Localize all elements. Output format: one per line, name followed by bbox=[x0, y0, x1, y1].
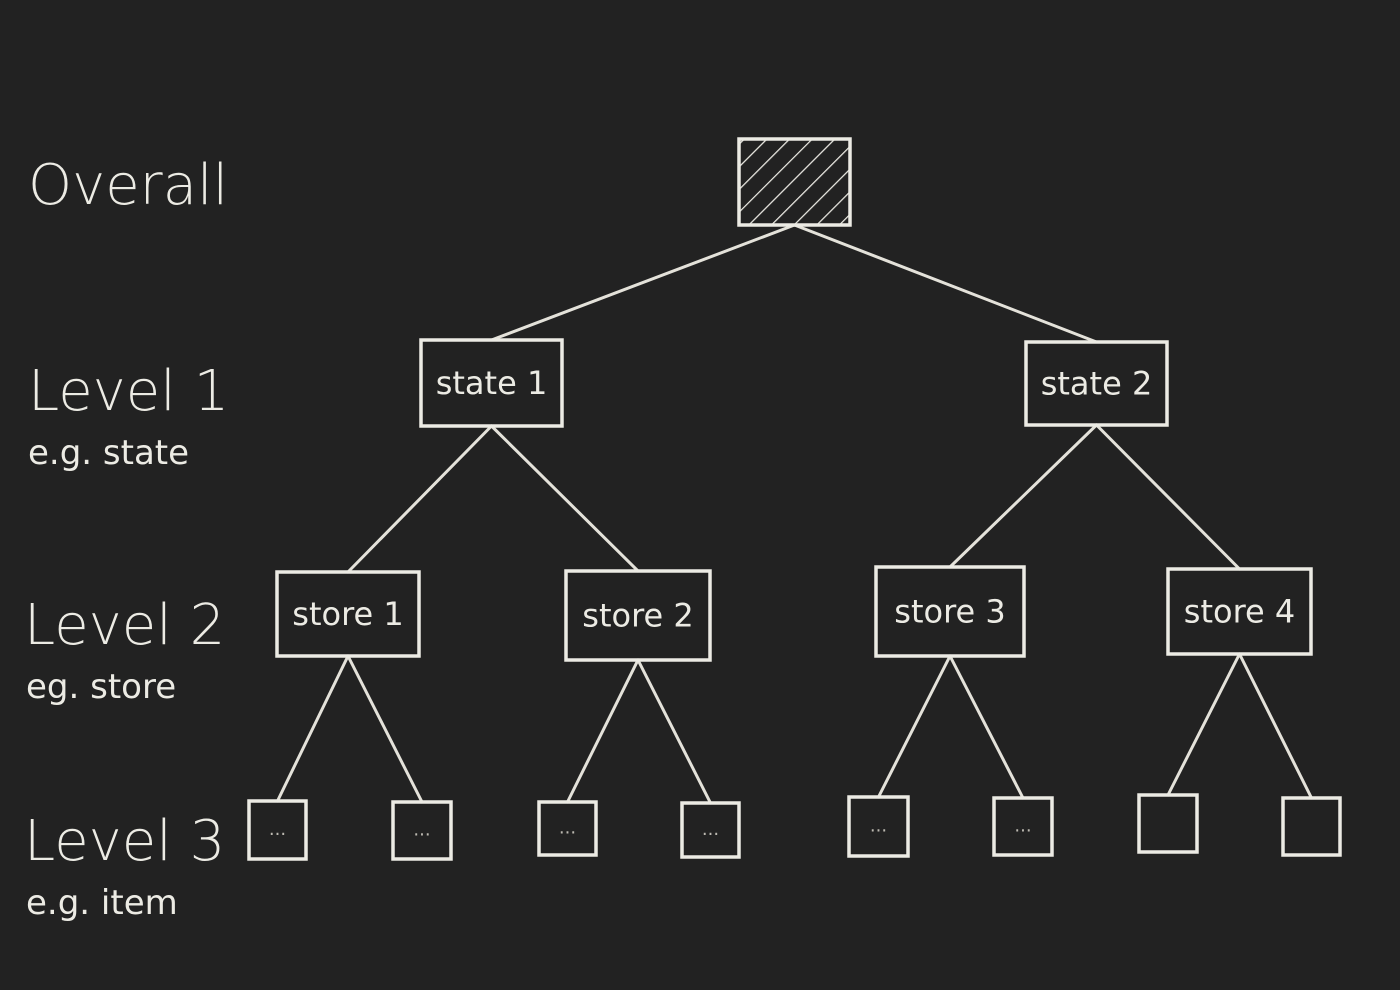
node-item-2[interactable]: ... bbox=[391, 800, 453, 861]
node-box bbox=[847, 795, 910, 858]
node-label: state 1 bbox=[436, 364, 548, 402]
node-item-4[interactable]: ... bbox=[680, 801, 741, 859]
node-item-3[interactable]: ... bbox=[537, 800, 598, 857]
node-box bbox=[1166, 567, 1313, 656]
node-label: ... bbox=[702, 819, 719, 840]
node-box bbox=[419, 338, 564, 428]
edge-state-store bbox=[490, 424, 640, 573]
node-box bbox=[874, 565, 1026, 658]
node-item-6[interactable]: ... bbox=[992, 796, 1054, 857]
node-label: ... bbox=[269, 819, 286, 840]
level-example-2: eg. store bbox=[26, 667, 176, 707]
node-box bbox=[275, 570, 421, 658]
tree-edges bbox=[276, 223, 1313, 805]
node-box bbox=[537, 800, 598, 857]
edge-store-item bbox=[566, 658, 640, 804]
node-box bbox=[247, 799, 308, 861]
node-box bbox=[680, 801, 741, 859]
level-example-1: e.g. state bbox=[28, 433, 189, 473]
node-label: ... bbox=[413, 820, 430, 841]
node-store-4[interactable]: store 4 bbox=[1166, 567, 1313, 656]
node-box bbox=[737, 137, 852, 227]
level-example-3: e.g. item bbox=[26, 883, 178, 923]
edge-store-item bbox=[1166, 652, 1241, 797]
level-title-overall: Overall bbox=[28, 153, 228, 218]
edge-store-item bbox=[276, 654, 350, 803]
node-box bbox=[1281, 796, 1342, 857]
root-node-overall[interactable] bbox=[737, 137, 852, 227]
node-state-2[interactable]: state 2 bbox=[1024, 340, 1169, 427]
node-item-5[interactable]: ... bbox=[847, 795, 910, 858]
node-label: ... bbox=[559, 818, 576, 839]
node-label: store 3 bbox=[894, 593, 1005, 631]
level-title-2: Level 2 bbox=[24, 593, 225, 658]
node-box bbox=[1137, 793, 1199, 854]
edge-store-item bbox=[877, 654, 952, 799]
hatch-fill bbox=[739, 139, 850, 225]
edge-root-state-1 bbox=[490, 223, 796, 342]
level-labels: Overall Level 1 e.g. state Level 2 eg. s… bbox=[24, 153, 229, 923]
level-title-1: Level 1 bbox=[28, 359, 229, 424]
tree-nodes: state 1 state 2 store 1 store 2 store 3 store… bbox=[247, 137, 1342, 861]
node-item-7[interactable] bbox=[1137, 793, 1199, 854]
node-box bbox=[391, 800, 453, 861]
node-label: state 2 bbox=[1041, 365, 1153, 403]
level-title-3: Level 3 bbox=[24, 809, 225, 874]
node-box bbox=[1024, 340, 1169, 427]
edge-root-state-2 bbox=[793, 223, 1098, 344]
node-store-1[interactable]: store 1 bbox=[275, 570, 421, 658]
node-box bbox=[564, 569, 712, 662]
edge-store-item bbox=[948, 654, 1025, 800]
edge-store-item bbox=[346, 654, 424, 804]
node-store-2[interactable]: store 2 bbox=[564, 569, 712, 662]
node-store-3[interactable]: store 3 bbox=[874, 565, 1026, 658]
node-label: store 2 bbox=[582, 597, 693, 635]
edge-store-item bbox=[636, 658, 712, 805]
node-state-1[interactable]: state 1 bbox=[419, 338, 564, 428]
node-label: ... bbox=[870, 816, 887, 837]
edge-state-store bbox=[346, 424, 493, 574]
edge-state-store bbox=[1095, 423, 1241, 571]
node-item-8[interactable] bbox=[1281, 796, 1342, 857]
edge-store-item bbox=[1238, 652, 1313, 800]
edge-state-store bbox=[948, 423, 1098, 569]
node-box bbox=[992, 796, 1054, 857]
node-item-1[interactable]: ... bbox=[247, 799, 308, 861]
node-label: ... bbox=[1014, 816, 1031, 837]
node-label: store 4 bbox=[1184, 593, 1295, 631]
node-label: store 1 bbox=[292, 595, 403, 633]
